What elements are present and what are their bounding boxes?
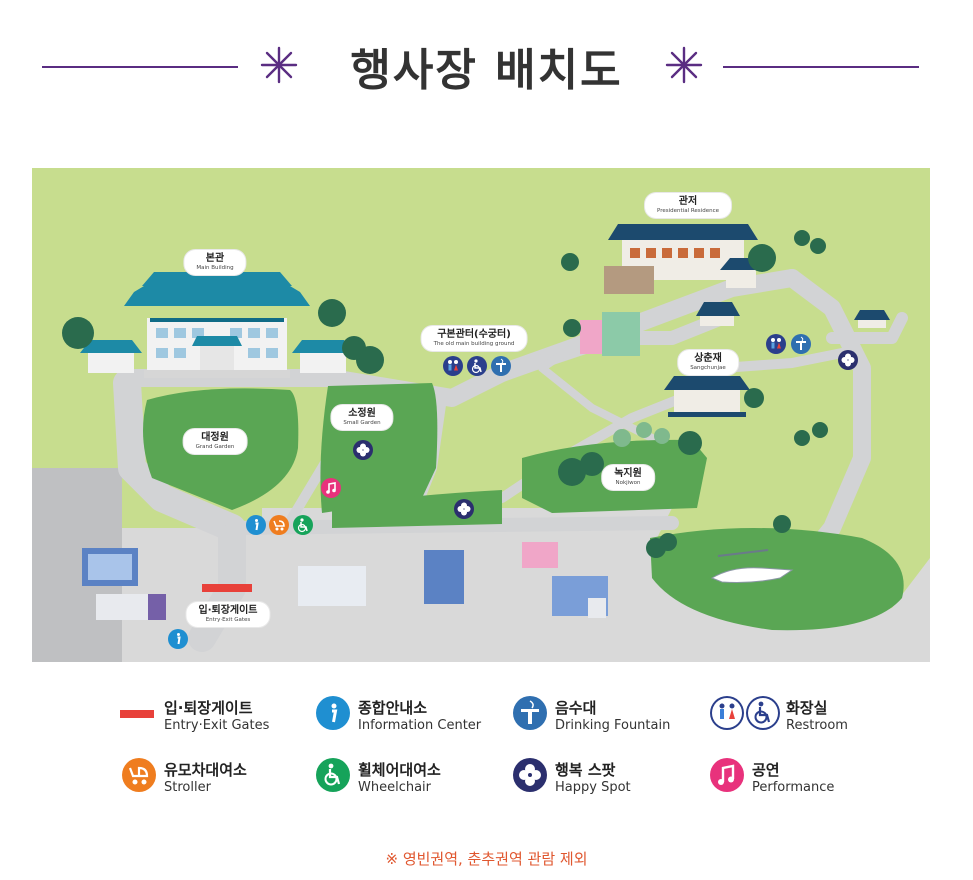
label-sangchunjae: 상춘재 Sangchunjae: [678, 350, 738, 375]
happy-spot-icon: [513, 758, 547, 792]
entry-exit-gate-marker: [202, 584, 252, 592]
happy-spot-icon: [838, 350, 858, 370]
residence-illustration: [604, 224, 762, 294]
drinking-fountain-icon: [513, 696, 547, 730]
wheelchair-icon: [467, 356, 487, 376]
happy-spot-icon: [454, 499, 474, 519]
exclusion-note: ※ 영빈권역, 춘추권역 관람 제외: [385, 850, 588, 868]
wheelchair-icon: [293, 515, 313, 535]
restroom-icon: [443, 356, 463, 376]
title-rule-left: [42, 66, 238, 68]
label-small-garden: 소정원 Small Garden: [331, 405, 393, 430]
performance-icon: [710, 758, 744, 792]
restroom-icon: [710, 696, 744, 730]
map-legend: 입·퇴장게이트 Entry·Exit Gates 종합안내소 Informati…: [0, 690, 973, 810]
label-nokjiwon: 녹지원 Nokjiwon: [602, 465, 654, 490]
restroom-icon: [766, 334, 786, 354]
title-rule-right: [723, 66, 919, 68]
drinking-fountain-icon: [491, 356, 511, 376]
information-icon: [246, 515, 266, 535]
label-residence: 관저 Presidential Residence: [645, 193, 731, 218]
sparkle-icon: [259, 45, 299, 85]
happy-spot-icon: [353, 440, 373, 460]
main-building-illustration: [80, 272, 354, 378]
label-main-building: 본관 Main Building: [184, 250, 246, 275]
venue-map: 본관 Main Building 관저 Presidential Residen…: [32, 168, 930, 662]
sangchunjae-illustration: [664, 376, 750, 417]
stroller-icon: [122, 758, 156, 792]
page-header: 행사장 배치도: [0, 0, 973, 130]
performance-icon: [321, 478, 341, 498]
page-title: 행사장 배치도: [350, 45, 623, 96]
label-entry-exit-gates: 입·퇴장게이트 Entry·Exit Gates: [186, 602, 270, 627]
label-grand-garden: 대정원 Grand Garden: [183, 429, 247, 454]
sparkle-icon: [664, 45, 704, 85]
gate-bar-icon: [120, 710, 154, 718]
wheelchair-icon: [316, 758, 350, 792]
information-icon: [316, 696, 350, 730]
label-old-main-building: 구본관터(수궁터) The old main building ground: [421, 326, 527, 351]
stroller-icon: [269, 515, 289, 535]
drinking-fountain-icon: [791, 334, 811, 354]
map-illustration: [32, 168, 930, 662]
information-icon: [168, 629, 188, 649]
wheelchair-icon: [746, 696, 780, 730]
helicopter-illustration: [710, 549, 794, 583]
